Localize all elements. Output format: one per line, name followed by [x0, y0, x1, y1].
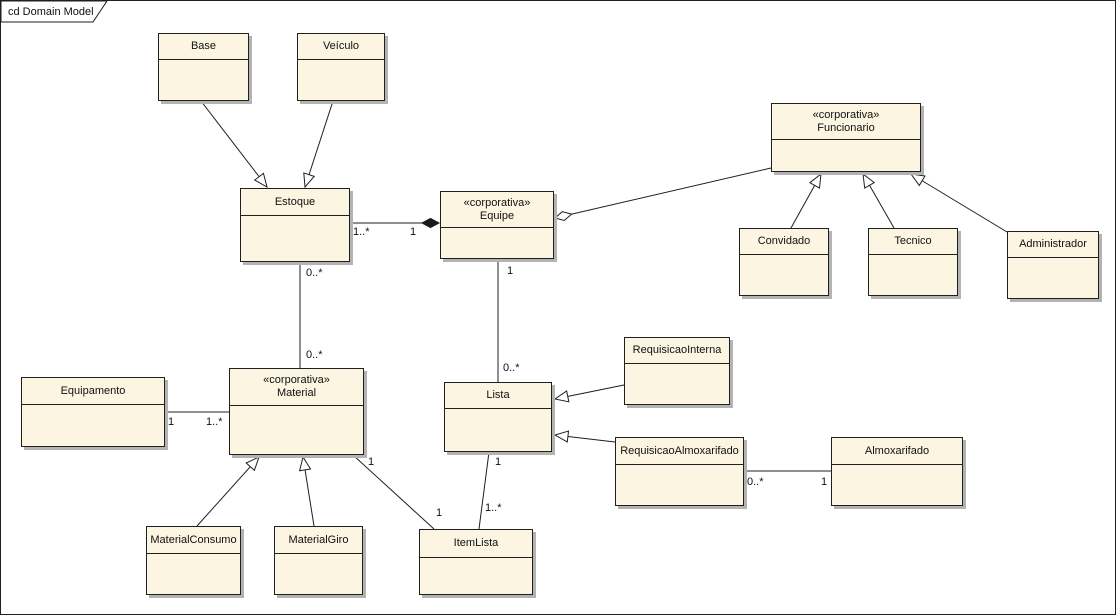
class-name-administrador: Administrador: [1019, 238, 1087, 250]
multiplicity-equipamento-material-target: 1..*: [206, 416, 223, 428]
class-box-material[interactable]: «corporativa» Material: [229, 368, 364, 455]
class-name-requisicao-interna: RequisicaoInterna: [632, 344, 722, 356]
multiplicity-estoque-material-target: 0..*: [306, 349, 323, 361]
class-body-base: [159, 60, 248, 100]
class-body-equipamento: [22, 405, 164, 446]
class-body-veiculo: [298, 60, 384, 100]
generalization-base-estoque[interactable]: [200, 100, 268, 189]
class-box-material-consumo[interactable]: MaterialConsumo: [146, 526, 241, 595]
multiplicity-estoque-material-source: 0..*: [306, 267, 323, 279]
class-box-equipamento[interactable]: Equipamento: [21, 377, 165, 447]
aggregation-equipe-funcionario[interactable]: [555, 167, 772, 218]
class-name-material: Material: [276, 387, 317, 399]
multiplicity-equipe-lista-target: 0..*: [503, 362, 520, 374]
class-body-requisicao-almoxarifado: [616, 465, 743, 505]
class-name-requisicao-almoxarifado: RequisicaoAlmoxarifado: [620, 444, 739, 457]
class-stereotype-funcionario: «corporativa»: [812, 108, 880, 121]
frame-title: cd Domain Model: [8, 6, 94, 18]
class-body-funcionario: [772, 140, 920, 171]
class-body-tecnico: [869, 255, 957, 295]
multiplicity-estoque-equipe-source: 1..*: [353, 226, 370, 238]
multiplicity-material-itemlista-target: 1: [436, 507, 443, 519]
association-material-itemlista[interactable]: [352, 454, 435, 530]
generalization-requisicaoalmoxarifado-lista[interactable]: [553, 430, 616, 443]
class-name-estoque: Estoque: [274, 195, 316, 208]
association-lista-itemlista[interactable]: [478, 451, 490, 530]
class-box-lista[interactable]: Lista: [444, 382, 552, 452]
generalization-tecnico-funcionario[interactable]: [862, 172, 895, 229]
frame-tab: [1, 1, 108, 23]
generalization-convidado-funcionario[interactable]: [790, 172, 822, 229]
class-box-veiculo[interactable]: Veículo: [297, 33, 385, 101]
class-name-item-lista: ItemLista: [453, 537, 499, 549]
multiplicity-equipe-lista-source: 1: [507, 265, 514, 277]
class-box-equipe[interactable]: «corporativa» Equipe: [440, 191, 554, 259]
class-box-administrador[interactable]: Administrador: [1007, 231, 1099, 299]
class-box-requisicao-almoxarifado[interactable]: RequisicaoAlmoxarifado: [615, 437, 744, 506]
class-name-equipe: Equipe: [479, 209, 515, 222]
class-box-almoxarifado[interactable]: Almoxarifado: [831, 437, 963, 506]
multiplicity-material-itemlista-source: 1: [368, 456, 375, 468]
class-body-item-lista: [420, 558, 532, 594]
class-body-requisicao-interna: [625, 364, 729, 404]
multiplicity-estoque-equipe-target: 1: [410, 226, 417, 238]
class-body-almoxarifado: [832, 465, 962, 505]
generalization-administrador-funcionario[interactable]: [909, 173, 1008, 233]
class-name-equipamento: Equipamento: [60, 384, 126, 397]
class-name-veiculo: Veículo: [322, 40, 360, 52]
class-name-base: Base: [190, 40, 217, 52]
multiplicity-equipamento-material-source: 1: [168, 416, 175, 428]
multiplicity-lista-itemlista-target: 1..*: [485, 502, 502, 514]
class-box-material-giro[interactable]: MaterialGiro: [274, 526, 363, 595]
generalization-materialconsumo-material[interactable]: [196, 456, 260, 527]
class-box-tecnico[interactable]: Tecnico: [868, 228, 958, 296]
class-name-material-consumo: MaterialConsumo: [150, 533, 237, 546]
class-name-material-giro: MaterialGiro: [288, 533, 349, 546]
class-box-base[interactable]: Base: [158, 33, 249, 101]
class-name-lista: Lista: [486, 389, 510, 401]
class-body-convidado: [740, 255, 828, 295]
generalization-veiculo-estoque[interactable]: [303, 100, 334, 189]
class-body-lista: [445, 409, 551, 451]
class-box-item-lista[interactable]: ItemLista: [419, 529, 533, 595]
class-box-requisicao-interna[interactable]: RequisicaoInterna: [624, 337, 730, 405]
class-body-material-giro: [275, 554, 362, 594]
class-name-convidado: Convidado: [757, 235, 811, 247]
multiplicity-lista-itemlista-source: 1: [495, 456, 502, 468]
class-body-administrador: [1008, 258, 1098, 298]
class-body-material-consumo: [147, 554, 240, 594]
class-body-material: [230, 406, 363, 454]
class-name-tecnico: Tecnico: [894, 235, 932, 247]
generalization-materialgiro-material[interactable]: [298, 455, 315, 527]
class-stereotype-material: «corporativa»: [263, 374, 330, 386]
multiplicity-requisicaoalmoxarifado-almoxarifado-target: 1: [821, 476, 828, 488]
class-box-funcionario[interactable]: «corporativa» Funcionario: [771, 103, 921, 172]
class-box-convidado[interactable]: Convidado: [739, 228, 829, 296]
class-name-funcionario: Funcionario: [817, 121, 875, 134]
class-body-estoque: [241, 216, 349, 261]
generalization-requisicaointerna-lista[interactable]: [553, 384, 625, 403]
class-name-almoxarifado: Almoxarifado: [864, 444, 930, 457]
class-stereotype-equipe: «corporativa»: [463, 196, 531, 209]
class-box-estoque[interactable]: Estoque: [240, 188, 350, 262]
class-body-equipe: [441, 228, 553, 258]
multiplicity-requisicaoalmoxarifado-almoxarifado-source: 0..*: [747, 476, 764, 488]
